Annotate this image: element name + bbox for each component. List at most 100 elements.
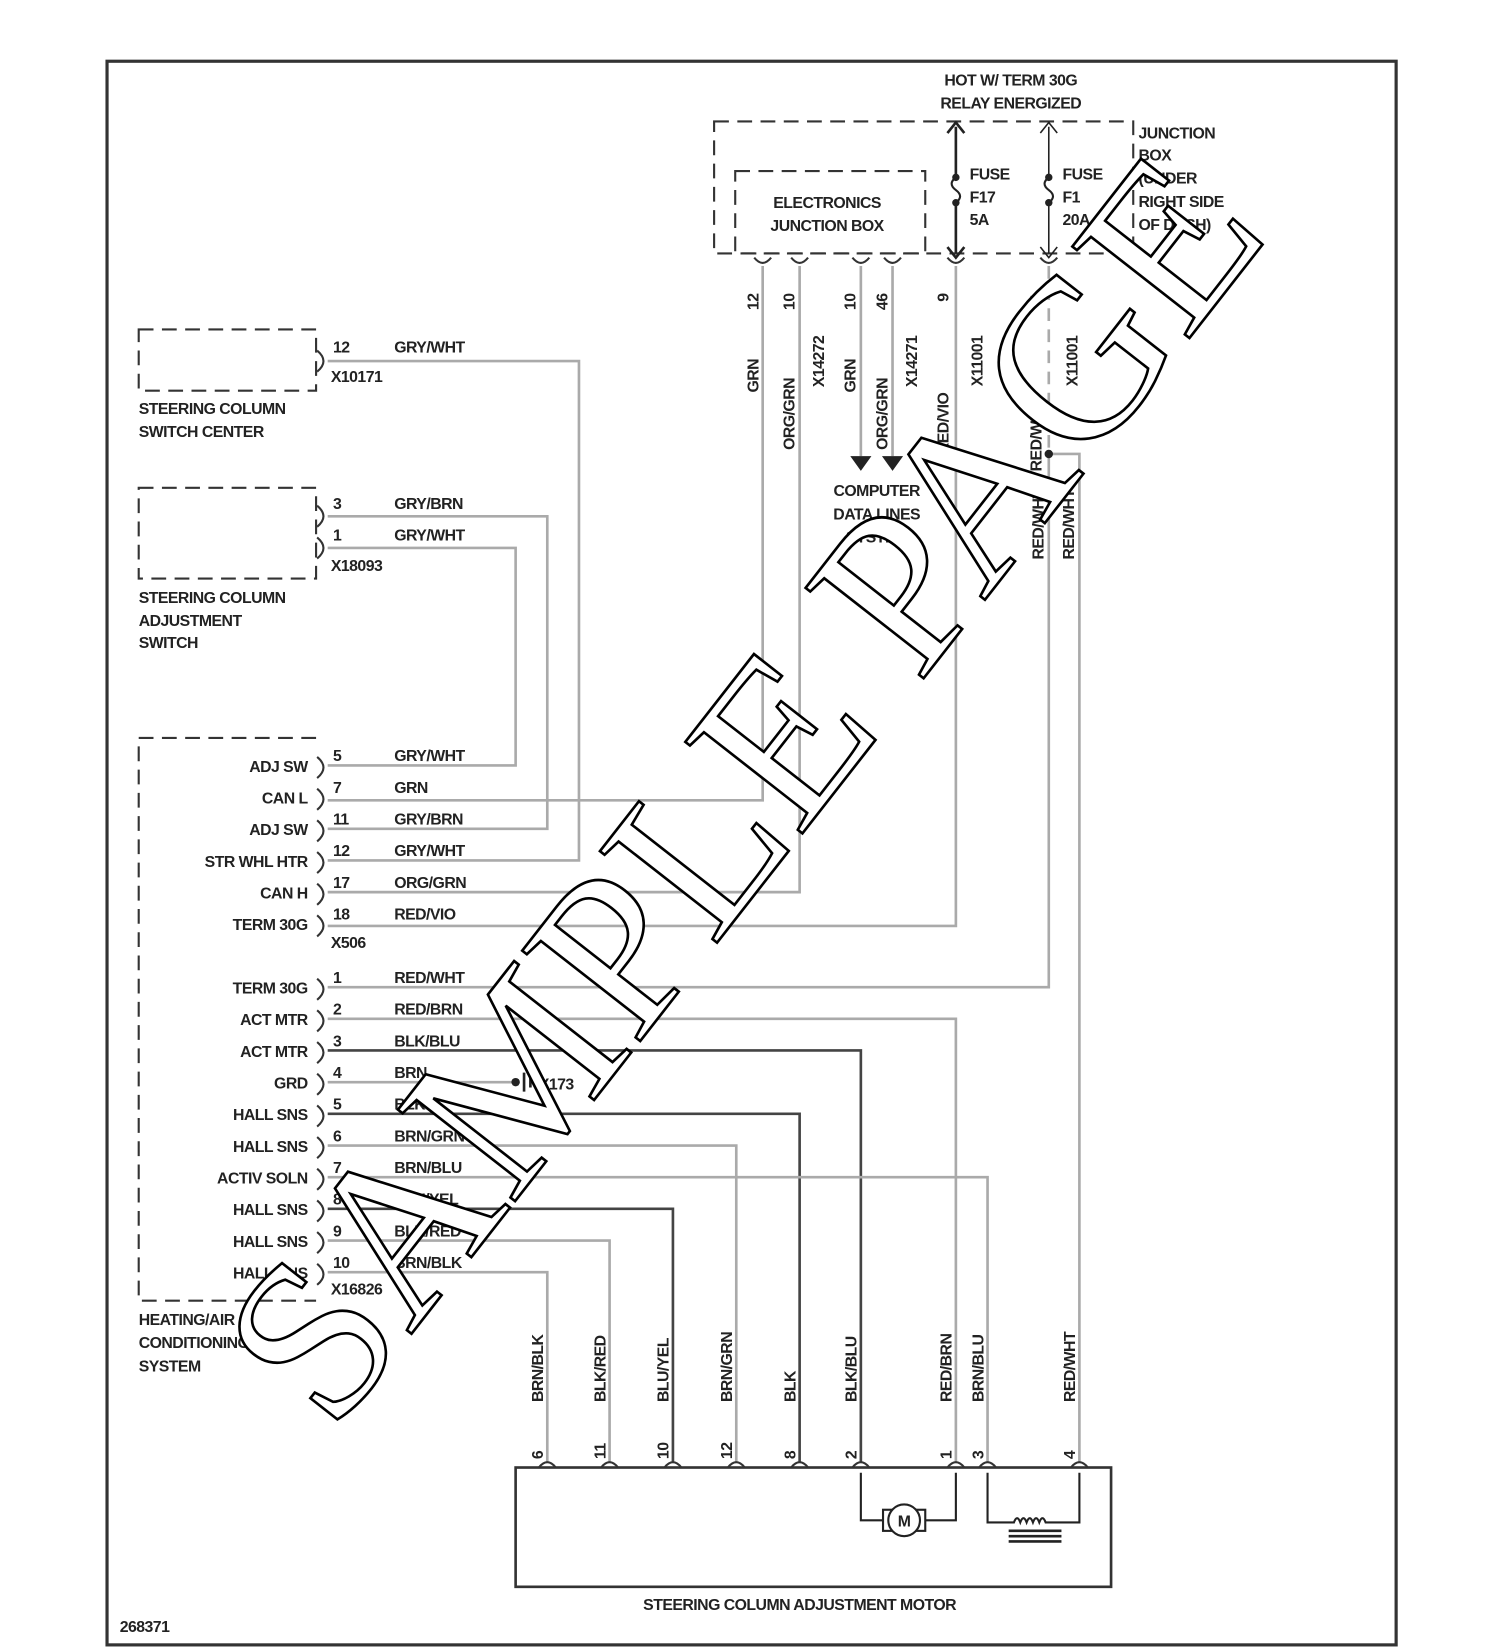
svg-text:X11001: X11001 [969,335,986,386]
pin-label: 9 [333,1223,342,1240]
svg-text:RED/VIO: RED/VIO [935,393,952,455]
svg-text:ORG/GRN: ORG/GRN [781,378,798,450]
pin-label: 3 [333,1033,342,1050]
wire-brn-blk [327,1270,549,1463]
pin-label: 12 [333,340,350,357]
pin-label: 2 [844,1450,861,1459]
svg-text:F1: F1 [1063,190,1081,207]
ejb-label: JUNCTION BOX [770,218,884,235]
pin-label: 3 [970,1450,987,1459]
wire-red-vio [327,266,958,928]
splice-dot [1044,449,1054,459]
component-label: HEATING/AIR [139,1312,236,1329]
pin-label: 3 [333,496,342,513]
ground-id: X173 [539,1077,575,1094]
steering-column-adjustment-switch [137,486,318,580]
wire-color: ORG/GRN [394,875,466,892]
pin-label: 6 [333,1128,342,1145]
wires [327,266,1081,1463]
svg-text:GRN: GRN [843,359,860,393]
wire-color: RED/BRN [939,1334,956,1403]
pin-label: 12 [333,843,350,860]
wire-color: BLK [394,1097,426,1114]
pin-label: 4 [333,1065,342,1082]
svg-text:10: 10 [843,293,860,310]
ground-icon [511,1072,532,1092]
connector-arc [316,1167,325,1191]
component-label: CONDITIONING [139,1335,250,1352]
pin-label: 8 [782,1450,799,1459]
wire-red-brn [327,1017,958,1463]
wire-red-wht [327,453,1051,989]
hot-label: HOT W/ TERM 30G [944,73,1077,90]
wire-blk-blu [327,1049,863,1463]
pin-function: CAN H [260,885,308,902]
figure-id: 268371 [120,1619,170,1636]
watermark: SAMPLE PAGE [174,110,1310,1466]
wire-blk-red [327,1239,611,1463]
pin-function: TERM 30G [233,917,308,934]
wire-color: RED/WHT [394,970,465,987]
svg-text:SYSTEM: SYSTEM [846,530,908,547]
pin-label: 7 [333,780,342,797]
wire-color: GRY/BRN [394,496,463,513]
pin-label: 10 [333,1255,350,1272]
component-label: STEERING COLUMN [139,401,286,418]
junction-box-label: JUNCTION BOX (UNDER RIGHT SIDE OF DASH) [1139,125,1225,234]
fuse-f1: FUSE F1 20A [1039,121,1103,259]
connector-arc [316,1104,325,1128]
pin-function: GRD [274,1075,308,1092]
wire-color: BLU/YEL [394,1192,459,1209]
connector-arc [316,787,325,811]
wire-color: BLK/RED [592,1335,609,1402]
ejb-label: ELECTRONICS [773,195,881,212]
wire-color: BLK/RED [394,1223,461,1240]
svg-text:10: 10 [781,293,798,310]
connector-arc [316,1262,325,1286]
connector-arc [316,756,325,779]
svg-text:JUNCTION: JUNCTION [1139,125,1216,142]
svg-text:COMPUTER: COMPUTER [834,483,921,500]
pin-function: HALL SNS [233,1234,308,1251]
connector-arc [316,851,325,874]
svg-text:BOX: BOX [1139,147,1173,164]
pin-label: 1 [333,970,342,987]
wire-blu-yel [327,1207,675,1463]
pin-label: 11 [592,1443,609,1459]
steering-column-adjustment-motor [514,1466,1113,1589]
svg-text:DATA LINES: DATA LINES [833,506,920,523]
pin-label: 18 [333,907,350,924]
wire-red-wht-motor [1048,452,1081,1463]
wire-color: GRY/WHT [394,843,465,860]
pin-label: 1 [333,528,342,545]
wire-blk [327,1112,801,1463]
motor-icon [859,1472,957,1538]
solenoid-icon [986,1472,1081,1543]
relay-label: RELAY ENERGIZED [940,96,1081,113]
pin-label: 1 [939,1450,956,1459]
wire-color: BLU/YEL [656,1337,673,1402]
wire-color: GRN [394,780,428,797]
pin-label: 6 [530,1450,547,1459]
motor-title: STEERING COLUMN ADJUSTMENT MOTOR [643,1597,957,1614]
wire-color: BLK/BLU [844,1336,861,1402]
junction-box [713,120,1135,255]
pin-function: HALL SNS [233,1107,308,1124]
pin-label: 2 [333,1002,342,1019]
wire-color: GRY/WHT [394,748,465,765]
pin-function: TERM 30G [233,980,308,997]
connector-arc [316,1009,325,1033]
svg-text:FUSE: FUSE [970,166,1010,183]
pin-function: HALL SNS [233,1202,308,1219]
pin-function: CAN L [262,790,309,807]
wire-color: RED/BRN [394,1002,463,1019]
pin-function: ACTIV SOLN [217,1171,308,1188]
svg-text:46: 46 [874,293,891,310]
connector-arc [946,1461,966,1469]
connector-arc [851,1461,871,1469]
svg-text:X11001: X11001 [1064,335,1081,386]
svg-text:F17: F17 [970,190,996,207]
svg-text:12: 12 [745,293,762,310]
component-label: SWITCH [139,635,198,652]
